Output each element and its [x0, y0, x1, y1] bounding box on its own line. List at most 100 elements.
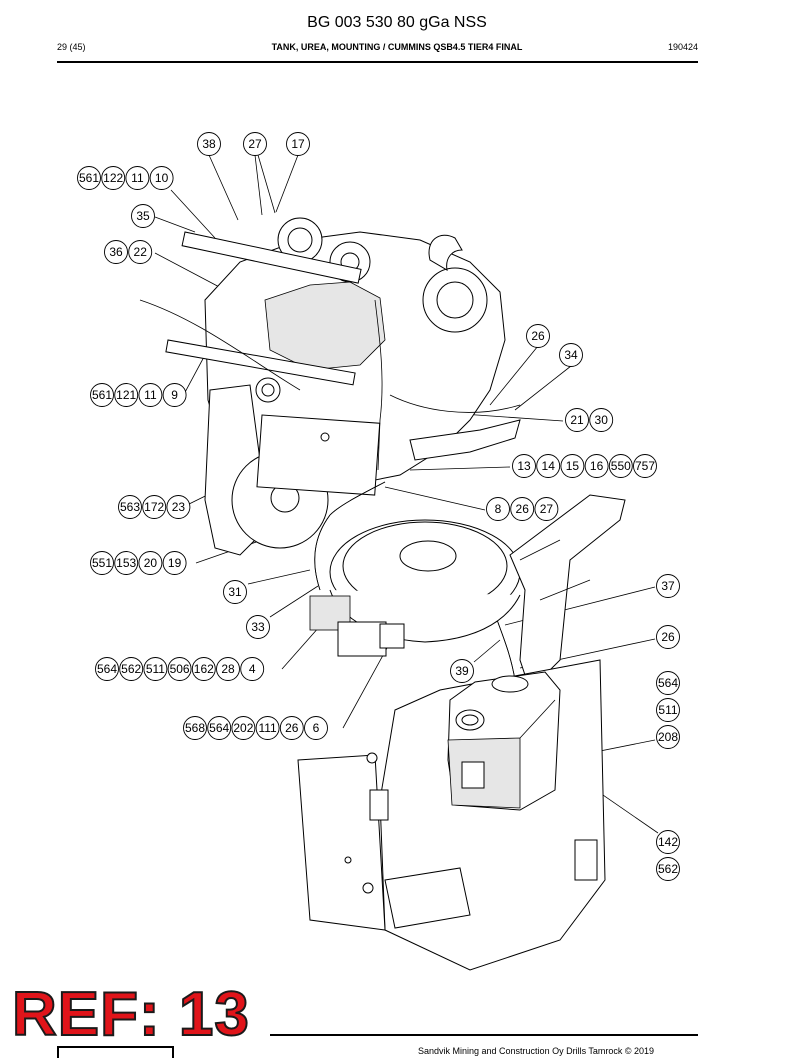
- callout-number: 511: [658, 703, 677, 717]
- callout-number: 10: [155, 171, 169, 185]
- callout-number: 563: [120, 500, 140, 514]
- callout-number: 19: [168, 556, 182, 570]
- callout-bubble: [510, 497, 535, 521]
- footer-rule: [270, 1034, 698, 1036]
- footer-copyright: Sandvik Mining and Construction Oy Drill…: [418, 1046, 655, 1056]
- callout-group: 561 122 11 10: [77, 166, 174, 190]
- callout-number: 562: [658, 862, 678, 876]
- callout-group: 26: [526, 324, 550, 348]
- callout-group: 39: [450, 659, 474, 683]
- callout-number: 38: [202, 137, 216, 151]
- urea-hoses: [139, 299, 516, 681]
- callout-bubble: [286, 132, 310, 156]
- callout-bubble: [304, 716, 328, 740]
- callout-number: 162: [194, 662, 214, 676]
- callout-number: 551: [92, 556, 112, 570]
- callout-bubble: [191, 657, 216, 681]
- callout-number: 122: [103, 171, 123, 185]
- callout-number: 31: [228, 585, 242, 599]
- callout-number: 39: [455, 664, 469, 678]
- callout-bubble: [131, 204, 155, 228]
- callout-bubble: [183, 716, 207, 740]
- callout-bubble: [565, 408, 589, 432]
- callout-group: 564: [656, 671, 680, 695]
- callout-group: 31: [223, 580, 247, 604]
- callout-group: 36 22: [104, 240, 153, 264]
- callout-bubble: [104, 240, 128, 264]
- callout-bubble: [114, 383, 139, 407]
- callout-number: 13: [517, 459, 531, 473]
- callout-bubble: [162, 383, 187, 407]
- callout-bubble: [526, 324, 550, 348]
- callout-number: 11: [144, 388, 157, 402]
- document-date: 190424: [667, 42, 698, 52]
- callout-group: 142: [656, 830, 680, 854]
- callout-bubble: [589, 408, 614, 432]
- callout-number: 22: [134, 245, 148, 259]
- callout-number: 33: [251, 620, 265, 634]
- callout-number: 561: [79, 171, 99, 185]
- callout-bubble: [207, 716, 232, 740]
- callout-number: 26: [661, 630, 675, 644]
- callout-number: 202: [233, 721, 253, 735]
- callout-group: 26: [656, 625, 680, 649]
- callout-bubble: [138, 383, 163, 407]
- callout-bubble: [138, 551, 163, 575]
- callout-number: 208: [658, 730, 678, 744]
- callout-number: 568: [185, 721, 205, 735]
- callout-bubble: [656, 830, 680, 854]
- callout-bubble: [486, 497, 510, 521]
- callout-bubble: [125, 166, 150, 190]
- callout-bubble: [142, 495, 167, 519]
- callout-number: 111: [258, 721, 277, 735]
- callout-bubble: [166, 495, 191, 519]
- callout-bubble: [167, 657, 192, 681]
- callout-number: 11: [131, 171, 144, 185]
- callout-bubble: [197, 132, 221, 156]
- callout-bubble: [246, 615, 270, 639]
- callout-number: 27: [248, 137, 262, 151]
- header-rule: [57, 61, 698, 63]
- callout-number: 6: [313, 721, 320, 735]
- callout-group: 17: [286, 132, 310, 156]
- callout-bubble: [536, 454, 561, 478]
- callout-group: 511: [656, 698, 680, 722]
- callout-number: 564: [209, 721, 229, 735]
- callout-bubble: [149, 166, 174, 190]
- callout-bubble: [656, 725, 680, 749]
- callout-number: 15: [566, 459, 580, 473]
- callout-bubble: [162, 551, 187, 575]
- callout-number: 142: [658, 835, 678, 849]
- callout-number: 14: [542, 459, 556, 473]
- callout-bubble: [450, 659, 474, 683]
- turntable-ring: [329, 519, 521, 643]
- callout-bubble: [143, 657, 168, 681]
- callout-bubble: [656, 698, 680, 722]
- callout-bubble: [101, 166, 126, 190]
- callout-number: 8: [495, 502, 502, 516]
- callout-number: 9: [171, 388, 178, 402]
- document-subtitle: TANK, UREA, MOUNTING / CUMMINS QSB4.5 TI…: [271, 42, 523, 52]
- callout-group: 562: [656, 857, 680, 881]
- callout-number: 37: [661, 579, 675, 593]
- callout-bubble: [223, 580, 247, 604]
- callout-number: 561: [92, 388, 112, 402]
- callout-number: 16: [590, 459, 604, 473]
- callout-number: 20: [144, 556, 158, 570]
- page-number: 29 (45): [57, 42, 86, 52]
- callout-bubble: [512, 454, 536, 478]
- callout-number: 28: [221, 662, 235, 676]
- callout-number: 36: [109, 245, 123, 259]
- ref-label: REF: 13: [11, 980, 250, 1049]
- document-title: BG 003 530 80 gGa NSS: [307, 14, 487, 31]
- callout-bubble: [240, 657, 265, 681]
- callout-number: 30: [595, 413, 609, 427]
- callout-bubble: [128, 240, 153, 264]
- callout-bubble: [633, 454, 657, 478]
